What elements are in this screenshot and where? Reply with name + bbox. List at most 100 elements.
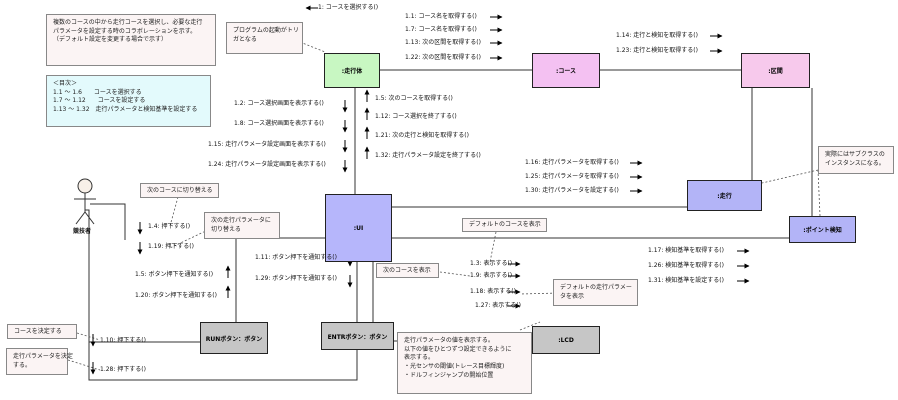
note-toc-line: 1.7 ～ 1.12 コースを設定する xyxy=(53,97,146,105)
msg-1-8: 1.8: コース選択画面を表示する() xyxy=(234,120,324,127)
note-lcd-desc-line: ・ドルフィンジャンプの開始位置 xyxy=(404,371,494,379)
note-purpose: 複数のコースの中から走行コースを選択し、必要な走行パラメータを設定する時のコラボ… xyxy=(46,14,216,66)
msg-1-3: 1.3: 表示する() xyxy=(470,260,513,267)
note-lcd-desc-line: 走行パラメータの値を表示する。 xyxy=(404,337,494,344)
note-lcd-desc-line: 以下の値をひとつずつ設定できるように xyxy=(404,345,512,353)
anchor-decide-param xyxy=(67,359,101,371)
link-actor-run xyxy=(85,209,200,343)
object-ui-label: :UI xyxy=(353,224,364,232)
note-subclass: 実際にはサブクラスのインスタンスになる。 xyxy=(818,146,894,174)
msg-1-9: 1.9: 表示する() xyxy=(470,272,513,279)
msg-1-10: 1.10: 押下する() xyxy=(100,337,146,344)
note-purpose-line: 複数のコースの中から走行コースを選択し、必要な走行 xyxy=(53,19,203,26)
object-run-button: RUNボタン：ボタン xyxy=(200,322,268,354)
note-decide-param-line: 走行パラメータを決定 xyxy=(13,353,73,360)
note-next-course-line: 次のコースを表示 xyxy=(383,267,431,274)
object-entr-button: ENTRボタン：ボタン xyxy=(321,322,394,350)
object-section: :区間 xyxy=(741,53,810,88)
msg-1-27: 1.27: 表示する() xyxy=(475,302,521,309)
object-lcd: :LCD xyxy=(532,326,600,354)
note-lcd-desc: 走行パラメータの値を表示する。以下の値をひとつずつ設定できるように表示する。・光… xyxy=(397,332,532,394)
note-decide-course: コースを決定する xyxy=(7,324,77,339)
object-run-button-label: RUNボタン：ボタン xyxy=(205,335,263,343)
object-ui: :UI xyxy=(325,194,392,262)
msg-1-28: 1.28: 押下する() xyxy=(100,366,146,373)
note-default-course: デフォルトのコースを表示 xyxy=(462,218,547,232)
anchor-default-param xyxy=(519,292,561,295)
note-trigger-line: プログラムの起動がトリ xyxy=(233,27,299,34)
anchor-subclass-2 xyxy=(817,169,821,217)
note-default-param-line: デフォルトの走行パラメー xyxy=(560,284,632,291)
msg-1-22: 1.22: 次の区間を取得する() xyxy=(405,54,481,61)
msg-1-12: 1.12: コース選択を終了する() xyxy=(375,113,457,120)
note-default-course-line: デフォルトのコースを表示 xyxy=(469,221,541,228)
note-toc-line: ＜目次＞ xyxy=(53,80,78,87)
msg-1-17: 1.17: 検知基準を取得する() xyxy=(648,247,724,254)
note-trigger-line: ガとなる xyxy=(233,35,257,43)
msg-1-25: 1.25: 走行パラメータを取得する() xyxy=(525,173,619,180)
anchor-trigger xyxy=(299,41,326,53)
actor-label: 競技者 xyxy=(73,228,92,235)
note-switch-param: 次の走行パラメータに切り替える xyxy=(204,212,280,239)
msg-1: 1: コースを選択する() xyxy=(318,4,379,11)
msg-1-30: 1.30: 走行パラメータを設定する() xyxy=(525,187,619,194)
msg-1-31: 1.31: 検知基準を設定する() xyxy=(648,277,724,284)
msg-1-24: 1.24: 走行パラメータ設定画面を表示する() xyxy=(208,161,326,168)
note-default-param-line: タを表示 xyxy=(560,292,585,300)
object-drive-label: :走行 xyxy=(717,193,732,200)
msg-1-4: 1.4: 押下する() xyxy=(148,223,191,230)
note-decide-param: 走行パラメータを決定する。 xyxy=(6,348,73,375)
anchor-next-course xyxy=(439,271,471,277)
msg-1-13: 1.13: 次の区間を取得する() xyxy=(405,39,481,46)
object-course-label: :コース xyxy=(555,68,577,75)
object-course: :コース xyxy=(532,53,600,88)
msg-1-16: 1.16: 走行パラメータを取得する() xyxy=(525,159,619,166)
actor-figure xyxy=(74,178,96,225)
note-toc-line: 1.1 ～ 1.6 コースを選択する xyxy=(53,88,142,96)
note-decide-param-line: する。 xyxy=(13,361,32,369)
note-lcd-desc-line: ・光センサの閾値(トレース目標輝度) xyxy=(404,363,505,371)
msg-1-18: 1.18: 表示する() xyxy=(470,288,516,295)
note-switch-param-line: 次の走行パラメータに xyxy=(211,217,271,224)
msg-1-5b: 1.5: ボタン押下を通知する() xyxy=(135,271,214,278)
msg-1-29: 1.29: ボタン押下を通知する() xyxy=(255,275,337,282)
msg-1-19: 1.19: 押下する() xyxy=(148,243,194,250)
msg-1-32: 1.32: 走行パラメータ設定を終了する() xyxy=(375,152,481,159)
anchor-switch-course xyxy=(169,196,179,227)
note-lcd-desc-line: 表示する。 xyxy=(404,354,435,362)
object-drive: :走行 xyxy=(687,180,762,211)
link-actor-ui xyxy=(90,203,126,240)
link-actor-entr xyxy=(88,300,358,381)
object-lcd-label: :LCD xyxy=(558,336,574,344)
object-section-label: :区間 xyxy=(768,68,783,75)
msg-1-7: 1.7: コース名を取得する() xyxy=(405,26,477,33)
note-toc-line: 1.13 ～ 1.32 走行パラメータと検知基準を設定する xyxy=(53,106,198,114)
note-next-course: 次のコースを表示 xyxy=(376,263,439,278)
note-switch-course: 次のコースに切り替える xyxy=(140,183,219,198)
msg-1-11: 1.11: ボタン押下を通知する() xyxy=(255,254,337,261)
msg-1-15: 1.15: 走行パラメータ設定画面を表示する() xyxy=(208,141,326,148)
msg-1-5: 1.5: 次のコースを取得する() xyxy=(375,95,453,102)
note-decide-course-line: コースを決定する xyxy=(14,328,62,335)
note-subclass-line: インスタンスになる。 xyxy=(825,159,885,167)
msg-1-1: 1.1: コース名を取得する() xyxy=(405,13,477,20)
object-chassis: :走行体 xyxy=(324,53,380,88)
anchor-lcd-desc xyxy=(519,321,541,331)
object-point-detect-label: :ポイント検知 xyxy=(803,227,842,234)
msg-1-2: 1.2: コース選択画面を表示する() xyxy=(234,100,324,107)
msg-1-14: 1.14: 走行と検知を取得する() xyxy=(616,32,698,39)
msg-1-23: 1.23: 走行と検知を取得する() xyxy=(616,47,698,54)
note-purpose-line: パラメータを設定する時のコラボレーションを示す。 xyxy=(53,27,197,35)
msg-1-20: 1.20: ボタン押下を通知する() xyxy=(135,292,217,299)
note-trigger: プログラムの起動がトリガとなる xyxy=(226,22,303,54)
note-default-param: デフォルトの走行パラメータを表示 xyxy=(553,279,638,306)
note-switch-course-line: 次のコースに切り替える xyxy=(147,187,213,194)
anchor-subclass xyxy=(761,169,819,184)
object-point-detect: :ポイント検知 xyxy=(789,216,856,243)
object-chassis-label: :走行体 xyxy=(341,68,363,75)
anchor-default-course xyxy=(489,231,497,263)
anchor-decide-course xyxy=(76,332,101,341)
